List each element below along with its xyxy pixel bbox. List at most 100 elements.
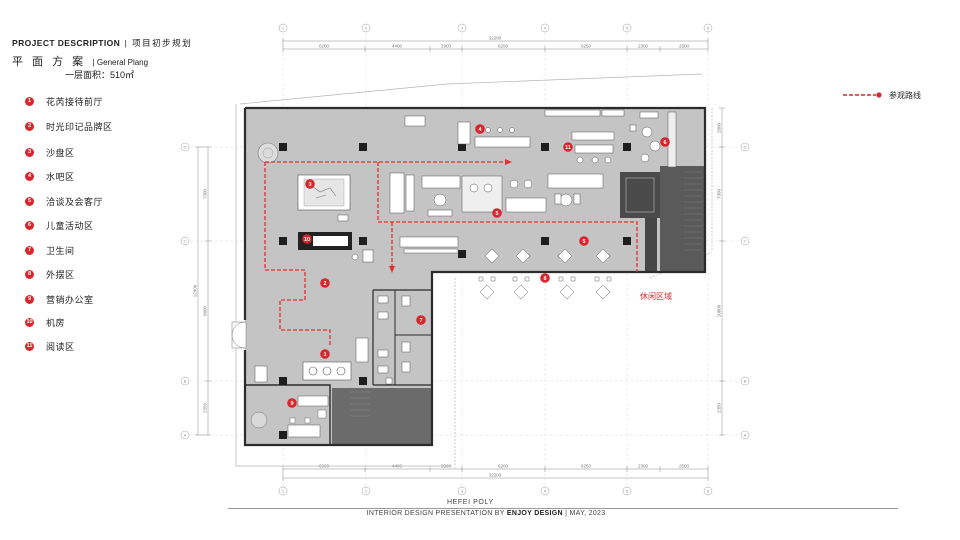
restroom-fixtures [377,295,411,385]
legend-number: 4 [25,171,34,181]
stair-core [332,166,705,445]
legend-number: 5 [25,196,34,206]
dimension-top-total: 32200 [489,36,502,41]
legend-label: 水吧区 [46,171,75,182]
legend-number: 3 [25,147,34,157]
legend-item: 6 儿童活动区 [25,219,94,231]
grid-column-label: 3 [461,26,464,31]
dimension-right: 2350 [717,402,722,413]
route-legend-label: 参观路线 [889,91,921,100]
grid-row-label: A [744,433,747,438]
legend-number: 2 [25,121,34,131]
outdoor-area-label: 休闲区域 [640,291,672,301]
zone-marker-number: 7 [419,318,422,324]
plan-title-cn: 平 面 方 案 [12,56,87,68]
grid-bubble-labels: 1 2 3 4 5 6 1 2 3 4 5 6 D C B A D C B A [184,26,747,494]
display-shelves [404,109,677,168]
reading-area-furniture [571,131,615,164]
legend-item: 3 沙盘区 [25,146,75,158]
plan-title-en: | General Plang [92,58,149,67]
project-description-cn: | 项目初步规划 [124,38,193,48]
floor-slab [245,108,705,445]
zone-marker: 9 [287,398,297,408]
sales-office-furniture [250,395,329,438]
route-legend-line [843,92,882,98]
zone-marker-number: 2 [323,281,326,287]
zone-marker: 7 [416,315,426,325]
legend-item: 5 洽谈及会客厅 [25,195,103,207]
machine-room-console [298,232,374,263]
zone-marker: 2 [320,278,330,288]
footer-divider [228,508,898,509]
grid-column-label: 2 [365,489,368,494]
grid-column-label: 4 [544,26,547,31]
dimension-right: 2800 [717,122,722,133]
legend-label: 洽谈及会客厅 [46,196,104,207]
route-arrows [389,159,512,273]
credit-suffix: | MAY, 2023 [562,510,606,517]
dimension-right: 10800 [717,304,722,317]
legend-label: 时光印记品牌区 [46,121,113,132]
reception-desk [254,337,369,383]
legend-label: 机房 [46,317,66,328]
grid-column-label: 2 [365,26,368,31]
zone-marker: 4 [475,124,485,134]
legend-number: 1 [25,96,34,106]
legend-item: 10 机房 [25,316,65,328]
zone-marker-number: 4 [478,127,482,133]
zone-marker: 1 [320,349,330,359]
reception-plant [257,142,279,164]
zone-marker-number: 5 [582,239,585,245]
grid-row-label: B [744,379,747,384]
zone-marker: 10 [302,234,312,244]
grid-column-label: 6 [707,26,710,31]
floor-area: 一层面积：510㎡ [65,70,135,80]
zone-marker: 6 [660,137,670,147]
zone-marker-number: 3 [308,182,311,188]
dimension-top: 6200 [319,44,330,49]
dimension-left: 2350 [203,402,208,413]
legend-number: 10 [25,317,34,327]
dimension-top: 2500 [679,44,690,49]
zone-marker-number: 8 [543,276,546,282]
dimension-left: 7300 [203,188,208,199]
grid-bubbles [180,23,750,496]
grid-column-label: 5 [626,489,629,494]
legend-item: 4 水吧区 [25,170,75,182]
legend-number: 9 [25,294,34,304]
site-boundary [235,73,713,470]
structural-columns [279,143,631,439]
legend-item: 2 时光印记品牌区 [25,120,113,132]
dimension-top: 2300 [638,44,649,49]
zone-marker: 3 [305,179,315,189]
legend-label: 儿童活动区 [46,220,94,231]
legend-label: 沙盘区 [46,147,75,158]
dimension-top: 4400 [392,44,403,49]
dimension-left-total: 12900 [193,284,198,297]
legend-number: 11 [25,341,34,351]
legend-item: 7 卫生间 [25,244,75,256]
dimension-bottom: 6250 [581,464,592,469]
dimension-bottom: 6200 [498,464,509,469]
grid-column-label: 3 [461,489,464,494]
plan-title: 平 面 方 案 | General Plang [12,52,148,70]
legend-number: 6 [25,220,34,230]
legend-number: 7 [25,245,34,255]
grid-column-label: 6 [707,489,710,494]
legend-label: 阅读区 [46,341,75,352]
dimension-bottom-total: 32200 [489,473,502,478]
display-counter [399,236,459,254]
zone-markers: 1 2 3 4 5 5 6 7 8 9 10 11 [287,124,670,408]
zone-marker-number: 9 [290,401,293,407]
legend-item: 11 阅读区 [25,340,75,352]
lounge-tables [484,248,611,264]
legend-number: 8 [25,269,34,279]
walls [243,106,707,447]
legend-label: 卫生间 [46,245,75,256]
zone-marker: 5 [492,208,502,218]
project-description-heading: PROJECT DESCRIPTION | 项目初步规划 [12,37,192,49]
zone-marker-number: 11 [565,145,571,151]
